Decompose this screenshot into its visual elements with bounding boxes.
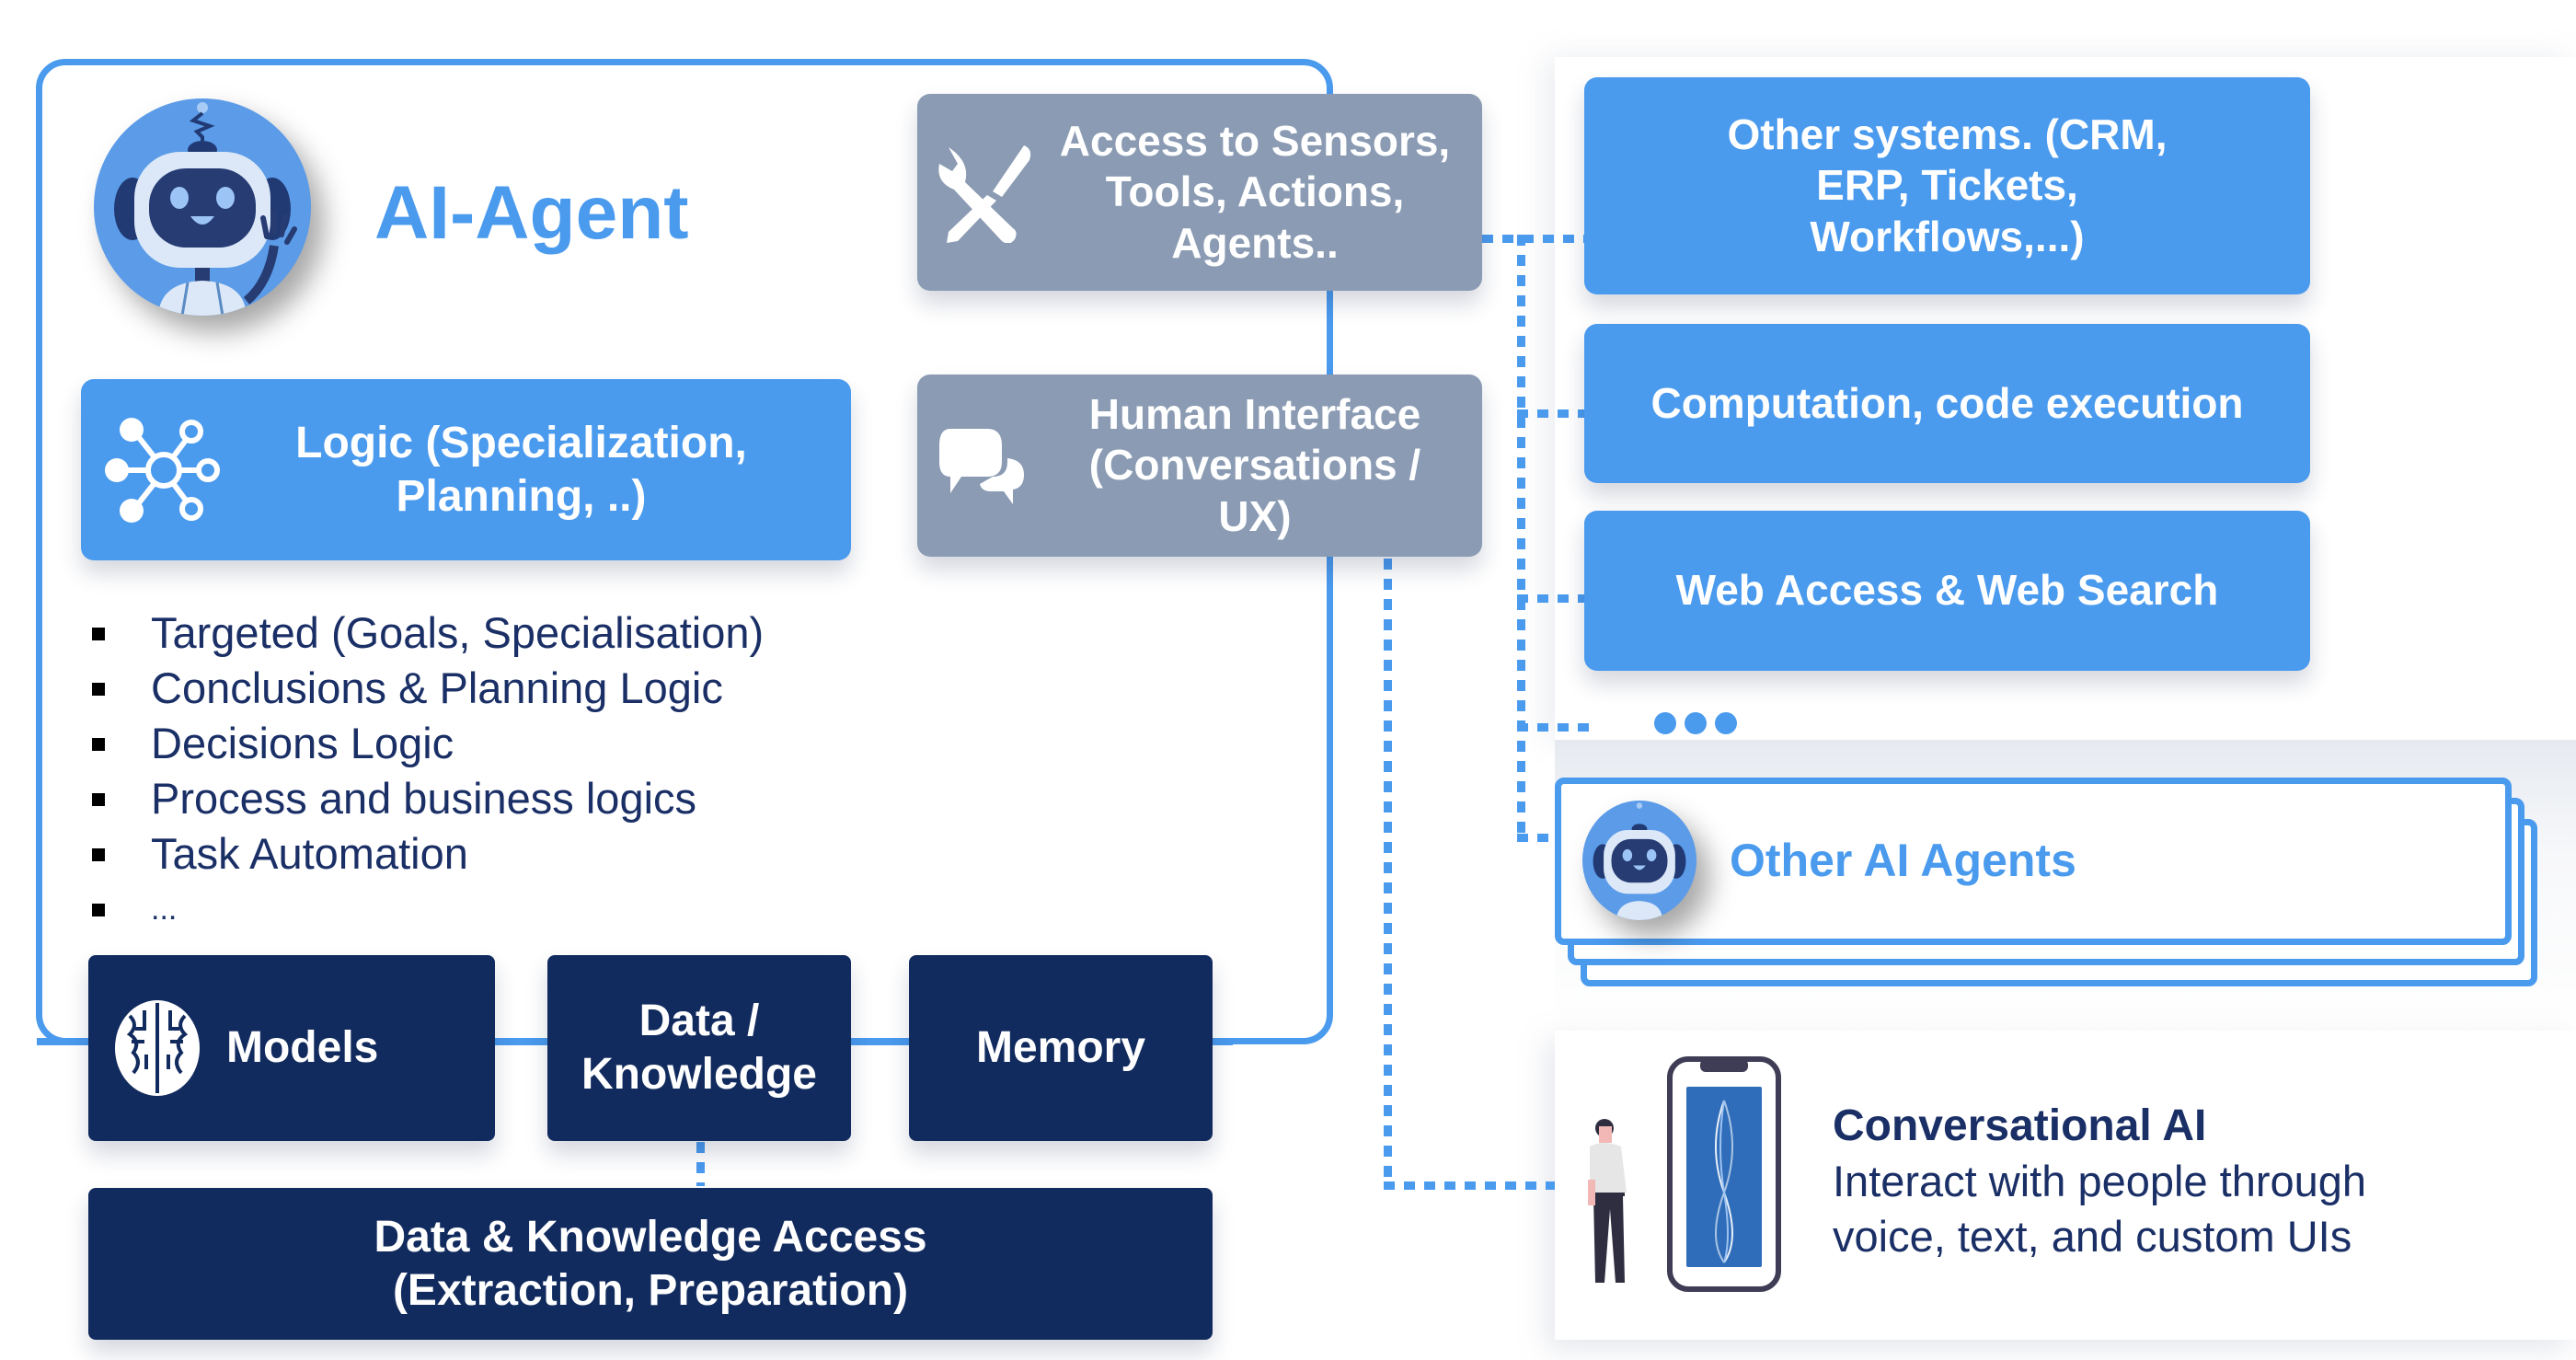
connector-to-computation [1517, 409, 1585, 418]
connector-to-other-agents [1517, 834, 1555, 842]
connector-to-more [1517, 723, 1591, 732]
capability-item: ... [92, 882, 883, 937]
human-interface-box[interactable]: Human Interface (Conversations / UX) [917, 375, 1482, 557]
external-system-label: Computation, code execution [1650, 378, 2244, 427]
ellipsis-dot-icon [1654, 712, 1676, 734]
external-system-box[interactable]: Computation, code execution [1584, 324, 2310, 483]
connector-trunk [1517, 235, 1525, 842]
brain-icon [88, 997, 226, 1099]
other-agent-avatar [1582, 801, 1696, 920]
wrench-screwdriver-icon [917, 142, 1055, 243]
capability-item: Decisions Logic [92, 716, 883, 771]
network-hub-icon [81, 415, 247, 525]
ellipsis-dot-icon [1715, 712, 1737, 734]
connector-data-to-access [696, 1142, 705, 1186]
models-box[interactable]: Models [88, 955, 495, 1141]
capability-item: Conclusions & Planning Logic [92, 661, 883, 716]
external-system-label: Other systems. (CRM, ERP, Tickets, Workf… [1727, 110, 2168, 260]
capability-item: Targeted (Goals, Specialisation) [92, 605, 883, 661]
agent-title: AI-Agent [374, 171, 689, 255]
external-system-box[interactable]: Other systems. (CRM, ERP, Tickets, Workf… [1584, 77, 2310, 294]
robot-icon [1593, 802, 1686, 920]
connector-access-to-systems [1482, 235, 1585, 243]
data-knowledge-box[interactable]: Data / Knowledge [547, 955, 851, 1141]
more-systems-indicator [1654, 712, 1745, 739]
phone-illustration [1667, 1056, 1781, 1292]
capability-item: Process and business logics [92, 771, 883, 826]
external-system-box[interactable]: Web Access & Web Search [1584, 511, 2310, 671]
capability-item: Task Automation [92, 826, 883, 882]
logic-box-label: Logic (Specialization, Planning, ..) [295, 418, 747, 521]
access-tools-label: Access to Sensors, Tools, Actions, Agent… [1059, 117, 1451, 267]
speech-bubbles-icon [917, 420, 1055, 512]
ellipsis-dot-icon [1685, 712, 1707, 734]
data-access-label: Data & Knowledge Access (Extraction, Pre… [374, 1212, 927, 1315]
conversational-ai-title: Conversational AI [1833, 1101, 2207, 1150]
logic-box[interactable]: Logic (Specialization, Planning, ..) [81, 379, 851, 560]
connector-to-web [1517, 594, 1585, 603]
connector-to-conversational [1384, 1181, 1555, 1190]
capabilities-list: Targeted (Goals, Specialisation) Conclus… [92, 605, 883, 937]
data-access-box[interactable]: Data & Knowledge Access (Extraction, Pre… [88, 1188, 1213, 1340]
robot-avatar [94, 98, 311, 316]
models-label: Models [226, 1023, 379, 1073]
memory-box[interactable]: Memory [909, 955, 1213, 1141]
memory-label: Memory [975, 1023, 1146, 1073]
connector-human-interface-trunk [1384, 559, 1392, 1190]
access-tools-box[interactable]: Access to Sensors, Tools, Actions, Agent… [917, 94, 1482, 291]
other-ai-agents-label: Other AI Agents [1730, 835, 2076, 886]
conversational-ai-description: Interact with people through voice, text… [1833, 1157, 2367, 1261]
robot-icon [114, 102, 297, 316]
other-ai-agents-card[interactable] [1555, 778, 2512, 945]
human-interface-label: Human Interface (Conversations / UX) [1088, 390, 1421, 540]
person-illustration [1584, 1115, 1641, 1292]
external-system-label: Web Access & Web Search [1675, 566, 2219, 615]
data-knowledge-label: Data / Knowledge [581, 997, 817, 1099]
